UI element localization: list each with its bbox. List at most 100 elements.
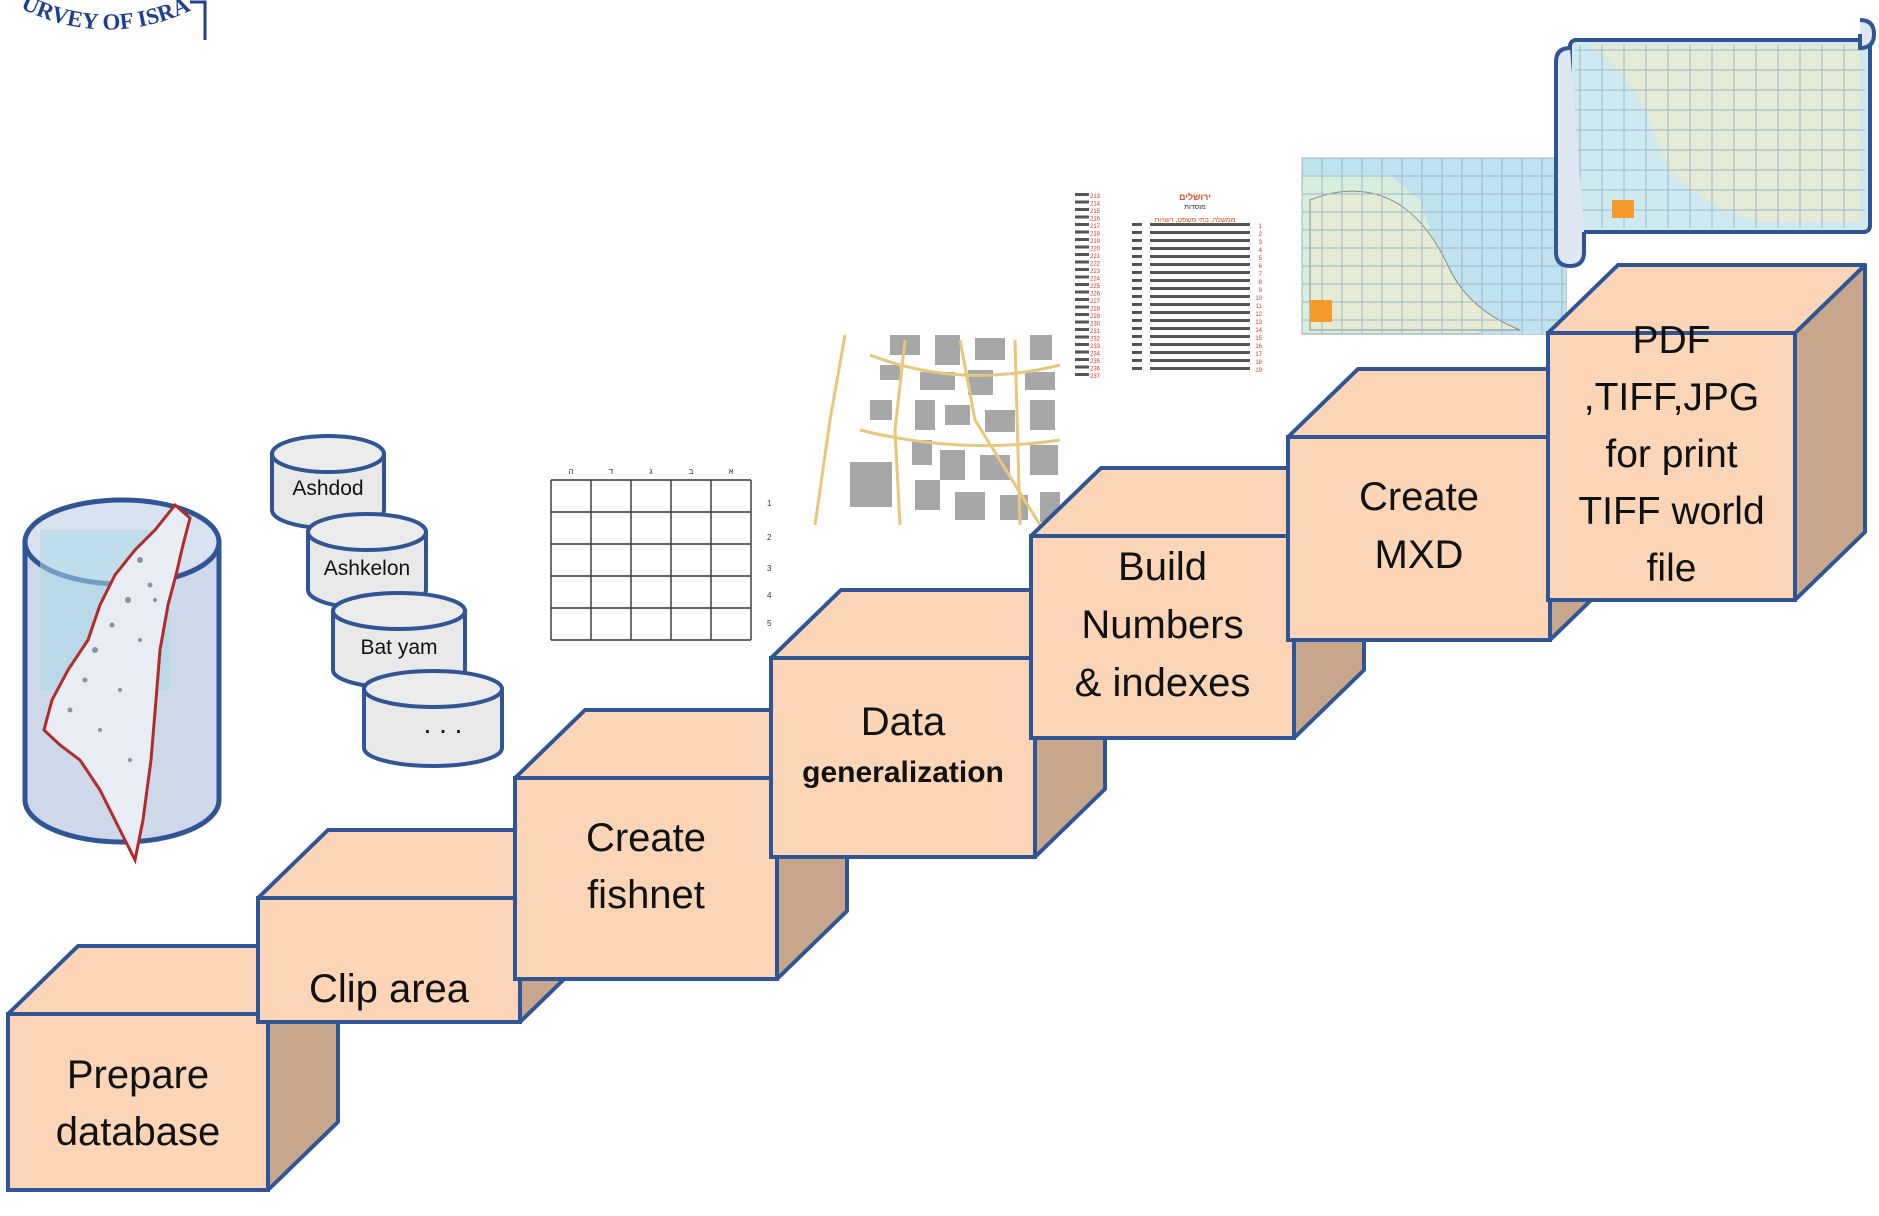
step-label-line: Numbers — [1081, 603, 1243, 647]
step-box-front — [256, 896, 522, 1024]
index-left-number: 229 — [1090, 314, 1101, 320]
step-box-front — [6, 1012, 270, 1192]
index-left-number: 213 — [1090, 194, 1101, 200]
index-right-number: 19 — [1255, 368, 1262, 374]
street-map-thumbnail — [805, 332, 1063, 527]
index-right-number: 14 — [1255, 328, 1262, 334]
db-ashkelon: Ashkelon — [306, 512, 428, 610]
index-sheet: ירושלים מוסדות ממשלה, בתי משפט, רשויות 2… — [1072, 190, 1267, 390]
index-right-number: 13 — [1255, 320, 1262, 326]
step-label-line: Build — [1118, 545, 1207, 589]
index-left-number: 221 — [1090, 254, 1101, 260]
index-subtitle: מוסדות — [1184, 204, 1206, 211]
step-box-front — [1029, 534, 1296, 740]
index-left-number: 230 — [1090, 322, 1101, 328]
step-label-line: Clip area — [309, 967, 470, 1011]
step-label-line: fishnet — [587, 873, 705, 917]
index-right-number: 3 — [1259, 240, 1263, 246]
index-right-number: 16 — [1255, 344, 1262, 350]
step-label-line: for print — [1605, 433, 1737, 476]
index-left-number: 234 — [1090, 352, 1101, 358]
db-more: . . . — [362, 669, 504, 768]
db-label-ashdod: Ashdod — [292, 477, 363, 500]
step-label-line: Data — [861, 700, 946, 744]
step-label-line: file — [1647, 547, 1697, 590]
index-right-number: 5 — [1259, 256, 1263, 262]
index-left-number: 216 — [1090, 217, 1101, 223]
step-box-front — [1546, 331, 1797, 602]
index-left-number: 227 — [1090, 299, 1101, 305]
index-right-number: 6 — [1259, 264, 1263, 270]
step-box-create-fishnet: Create fishnet — [513, 708, 849, 981]
national-database-cylinder — [22, 497, 222, 865]
step-box-front — [769, 656, 1037, 859]
index-left-number: 215 — [1090, 209, 1101, 215]
db-bat-yam: Bat yam — [331, 591, 467, 690]
survey-of-israel-logo: URVEY OF ISRA — [0, 0, 207, 45]
fishnet-column-label: ד — [609, 467, 614, 476]
step-label-line: Create — [1359, 475, 1479, 519]
index-right-number: 17 — [1255, 352, 1262, 358]
fishnet-grid: ה ד ג ב א 1 2 3 4 5 — [550, 467, 772, 641]
step-label-line: Create — [586, 816, 706, 860]
index-left-number: 219 — [1090, 239, 1101, 245]
index-left-number: 226 — [1090, 292, 1101, 298]
fishnet-column-label: א — [728, 467, 733, 476]
db-label-bat-yam: Bat yam — [360, 636, 437, 659]
db-label-more: . . . — [424, 708, 463, 739]
workflow-steps: Prepare database Clip area Create fishnet Dat… — [6, 263, 1867, 1192]
index-left-number: 233 — [1090, 344, 1101, 350]
step-label-line: generalization — [802, 756, 1004, 789]
index-left-number: 232 — [1090, 337, 1101, 343]
index-left-number: 231 — [1090, 329, 1101, 335]
city-databases: Ashdod Ashkelon Bat yam . . . — [270, 434, 504, 768]
step-label-line: TIFF world — [1578, 490, 1764, 533]
step-label-line: ,TIFF,JPG — [1584, 376, 1760, 419]
index-right-number: 11 — [1256, 304, 1263, 310]
fishnet-row-label: 4 — [767, 591, 772, 600]
israel-map-icon — [42, 502, 192, 865]
fishnet-column-label: ה — [568, 467, 573, 476]
index-left-number: 228 — [1090, 307, 1101, 313]
step-label-line: MXD — [1375, 533, 1464, 577]
index-right-number: 12 — [1255, 312, 1262, 318]
step-label-line: & indexes — [1075, 661, 1251, 705]
index-right-number: 18 — [1255, 360, 1262, 366]
fishnet-column-label: ג — [649, 467, 653, 476]
index-right-number: 8 — [1259, 280, 1263, 286]
db-label-ashkelon: Ashkelon — [324, 557, 410, 580]
index-left-number: 222 — [1090, 262, 1101, 268]
index-title: ירושלים — [1179, 192, 1211, 202]
fishnet-row-label: 5 — [767, 619, 772, 628]
index-right-number: 2 — [1259, 232, 1263, 238]
index-left-number: 220 — [1090, 247, 1101, 253]
step-label-line: database — [56, 1110, 221, 1154]
index-section: ממשלה, בתי משפט, רשויות — [1154, 216, 1235, 224]
index-left-number: 235 — [1090, 359, 1101, 365]
fishnet-column-label: ב — [689, 467, 694, 476]
index-left-number: 214 — [1090, 202, 1101, 208]
index-left-number: 225 — [1090, 284, 1101, 290]
index-left-number: 223 — [1090, 269, 1101, 275]
step-box-front — [1286, 435, 1552, 642]
index-left-number: 236 — [1090, 367, 1101, 373]
index-right-number: 15 — [1255, 336, 1262, 342]
index-right-number: 1 — [1259, 224, 1263, 230]
fishnet-row-label: 2 — [767, 533, 772, 542]
index-left-number: 224 — [1090, 277, 1101, 283]
index-left-number: 217 — [1090, 224, 1101, 230]
index-right-number: 4 — [1259, 248, 1263, 254]
db-ashdod: Ashdod — [270, 434, 386, 530]
fishnet-row-label: 3 — [767, 564, 772, 573]
map-scroll-preview — [1554, 18, 1877, 269]
step-label-line: PDF — [1633, 319, 1711, 362]
fishnet-row-label: 1 — [767, 499, 772, 508]
index-right-number: 9 — [1259, 288, 1263, 294]
map-sheet-preview — [1301, 157, 1567, 335]
step-label-line: Prepare — [67, 1053, 209, 1097]
index-right-number: 10 — [1255, 296, 1262, 302]
index-left-number: 218 — [1090, 232, 1101, 238]
